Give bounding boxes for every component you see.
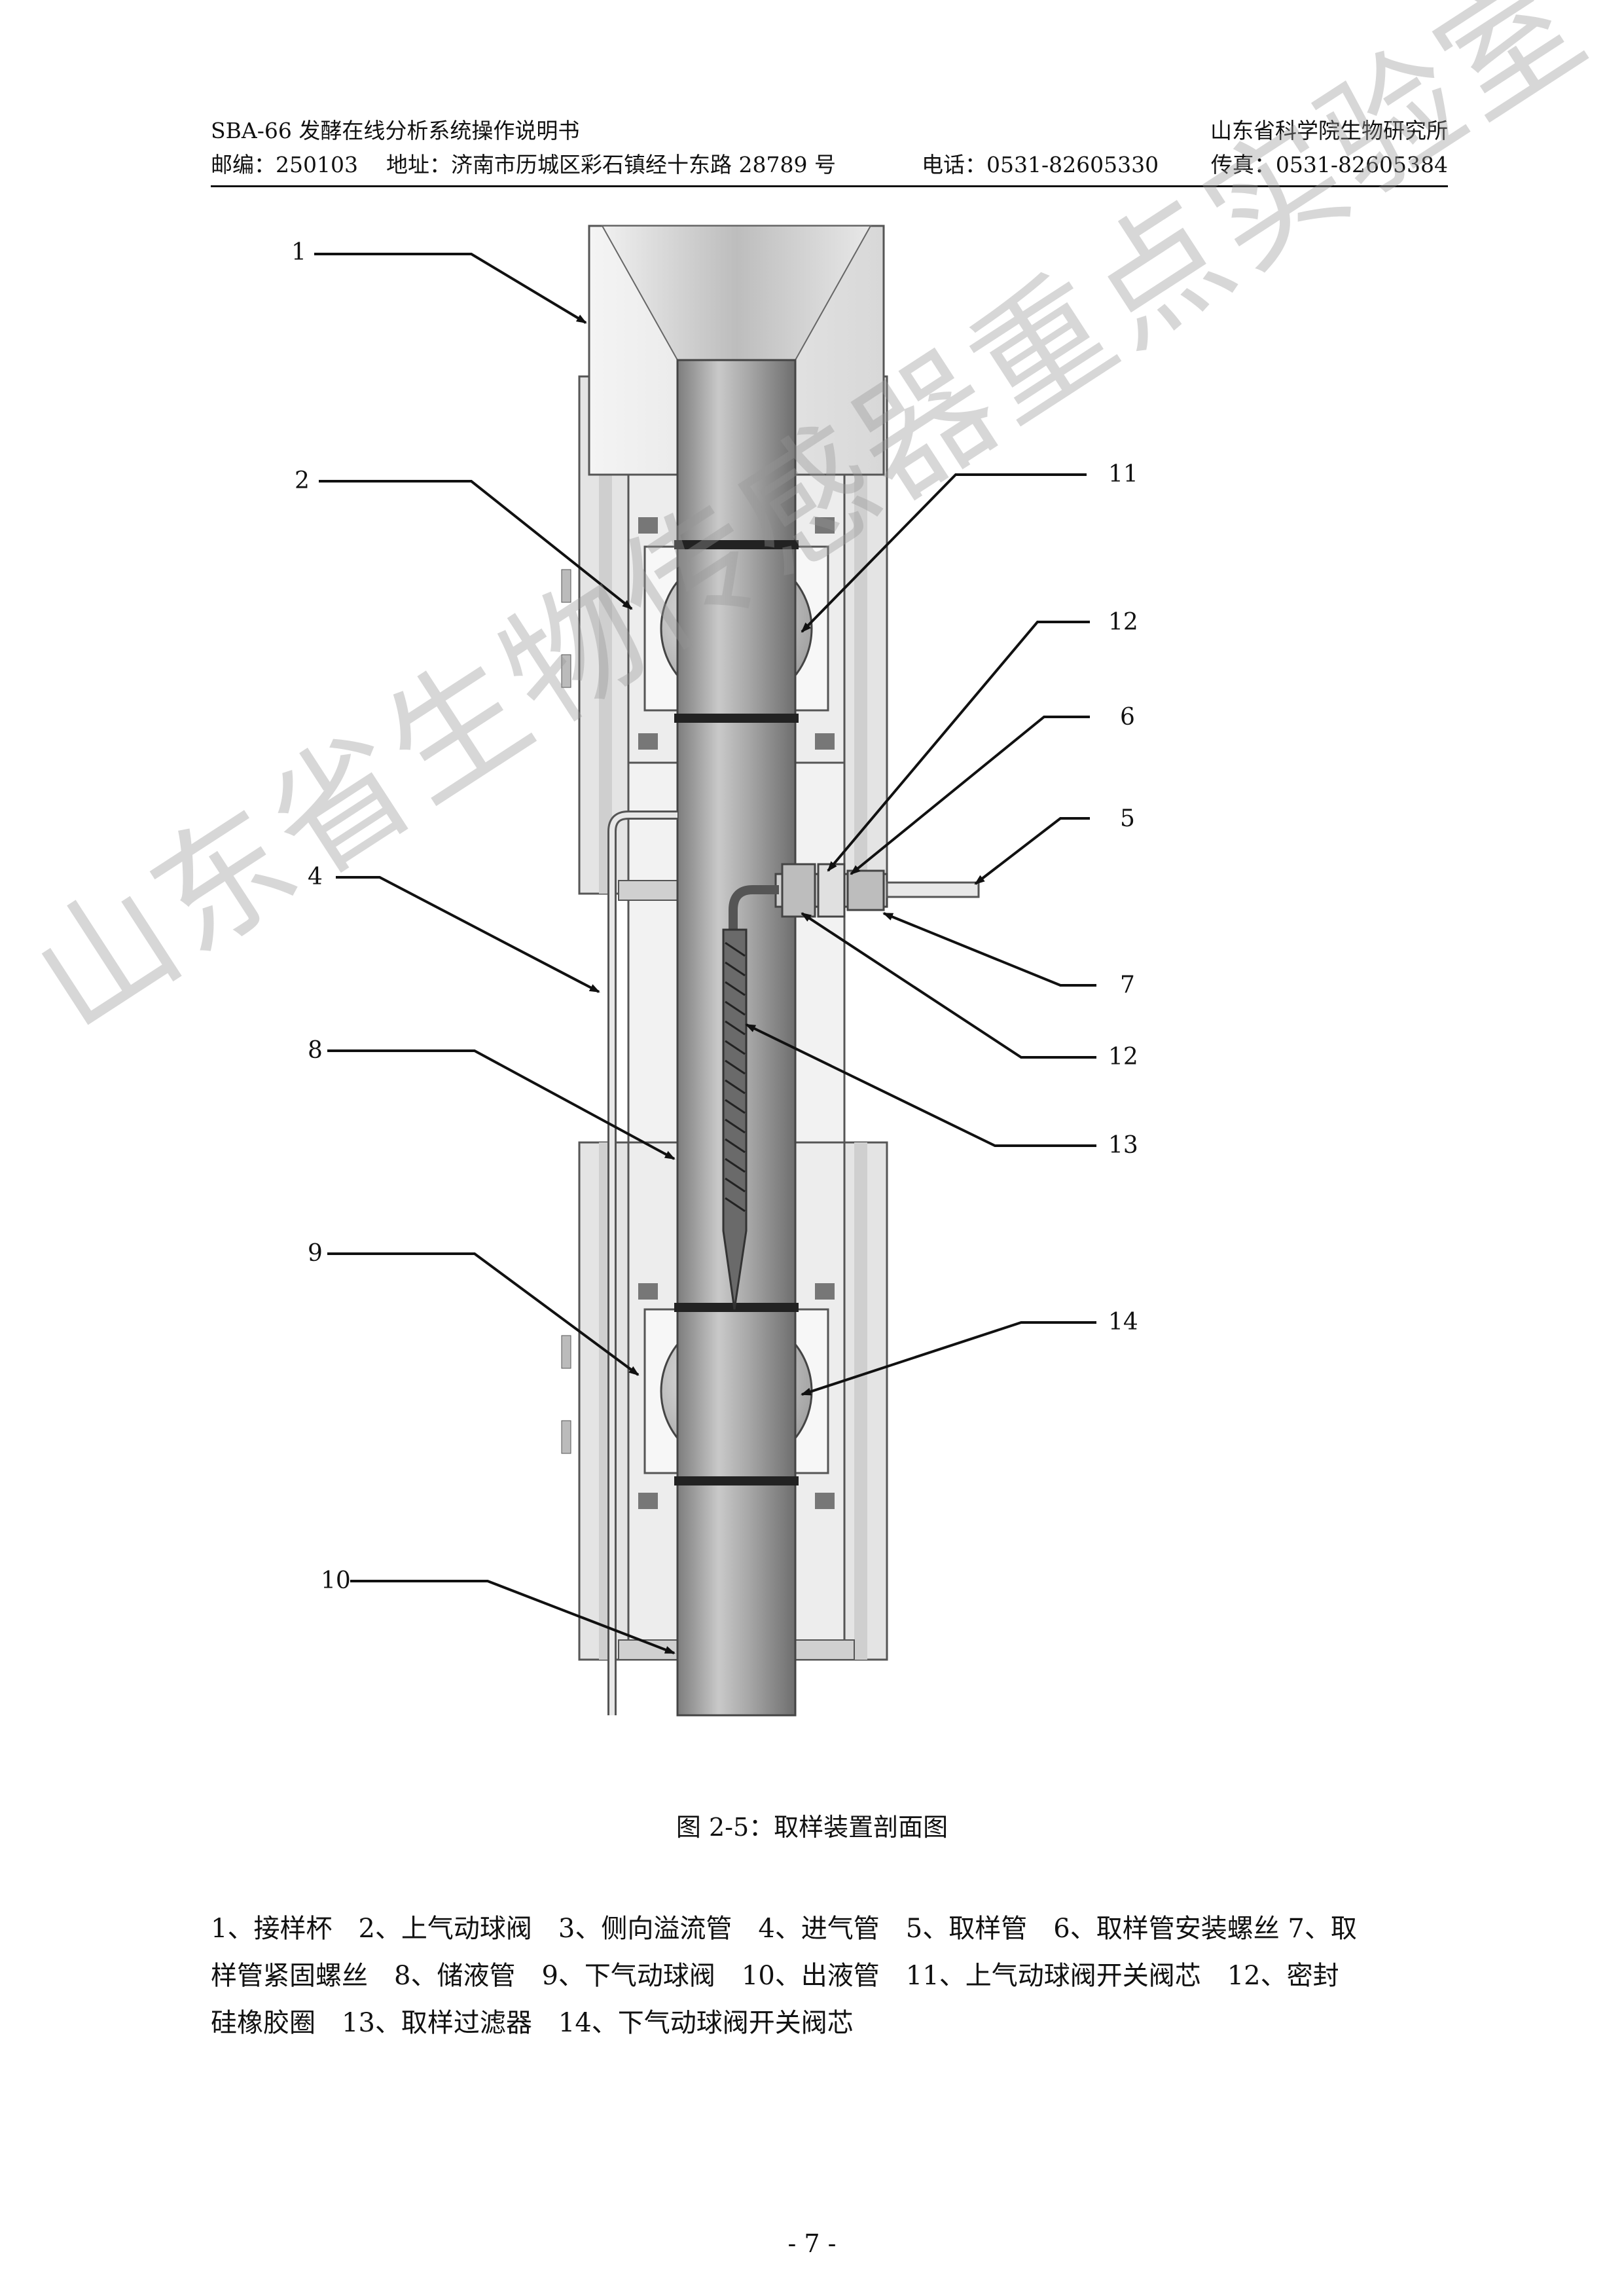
callout-1: 1 <box>291 239 306 266</box>
page-header-row1: SBA-66 发酵在线分析系统操作说明书 山东省科学院生物研究所 <box>211 120 1448 146</box>
leader-1 <box>314 253 587 324</box>
callout-13: 13 <box>1108 1132 1138 1159</box>
callout-12-bottom: 12 <box>1108 1044 1138 1070</box>
phone: 电话：0531-82605330 <box>922 152 1159 177</box>
page-number: - 7 - <box>787 2229 837 2258</box>
leader-14 <box>801 1321 1096 1396</box>
leader-2 <box>319 480 633 610</box>
figure-caption: 图 2-5：取样装置剖面图 <box>676 1813 948 1842</box>
page-header-row2: 邮编：250103 地址：济南市历城区彩石镇经十东路 28789 号 电话：05… <box>211 154 1448 180</box>
leader-10 <box>350 1580 676 1654</box>
leader-12a <box>827 621 1090 872</box>
callout-5: 5 <box>1120 805 1135 832</box>
leader-11 <box>801 473 1087 633</box>
callout-8: 8 <box>308 1037 323 1064</box>
header-rule <box>211 185 1448 187</box>
leader-4 <box>336 876 600 993</box>
callout-4: 4 <box>308 864 323 890</box>
callout-6: 6 <box>1120 704 1135 731</box>
legend-line-3: 硅橡胶圈 13、取样过滤器 14、下气动球阀开关阀芯 <box>211 2008 854 2038</box>
leader-7 <box>882 912 1096 987</box>
callout-9: 9 <box>308 1240 323 1267</box>
legend-line-1: 1、接样杯 2、上气动球阀 3、侧向溢流管 4、进气管 5、取样管 6、取样管安… <box>211 1914 1357 1944</box>
callout-12-top: 12 <box>1108 609 1138 636</box>
callout-14: 14 <box>1108 1309 1138 1336</box>
leader-12b <box>801 912 1096 1059</box>
organization-name: 山东省科学院生物研究所 <box>1210 118 1448 143</box>
leader-8 <box>327 1049 676 1160</box>
callout-7: 7 <box>1120 972 1135 998</box>
leader-5 <box>974 817 1090 885</box>
callout-2: 2 <box>295 467 310 494</box>
fax: 传真：0531-82605384 <box>1210 152 1448 177</box>
document-title: SBA-66 发酵在线分析系统操作说明书 <box>211 118 580 143</box>
leader-9 <box>327 1252 640 1376</box>
callout-11: 11 <box>1108 461 1138 488</box>
leader-6 <box>850 716 1090 875</box>
address: 地址：济南市历城区彩石镇经十东路 28789 号 <box>386 152 836 177</box>
postcode: 邮编：250103 <box>211 152 358 177</box>
legend-line-2: 样管紧固螺丝 8、储液管 9、下气动球阀 10、出液管 11、上气动球阀开关阀芯… <box>211 1961 1339 1991</box>
callout-10: 10 <box>321 1567 351 1594</box>
leader-13 <box>745 1023 1096 1147</box>
